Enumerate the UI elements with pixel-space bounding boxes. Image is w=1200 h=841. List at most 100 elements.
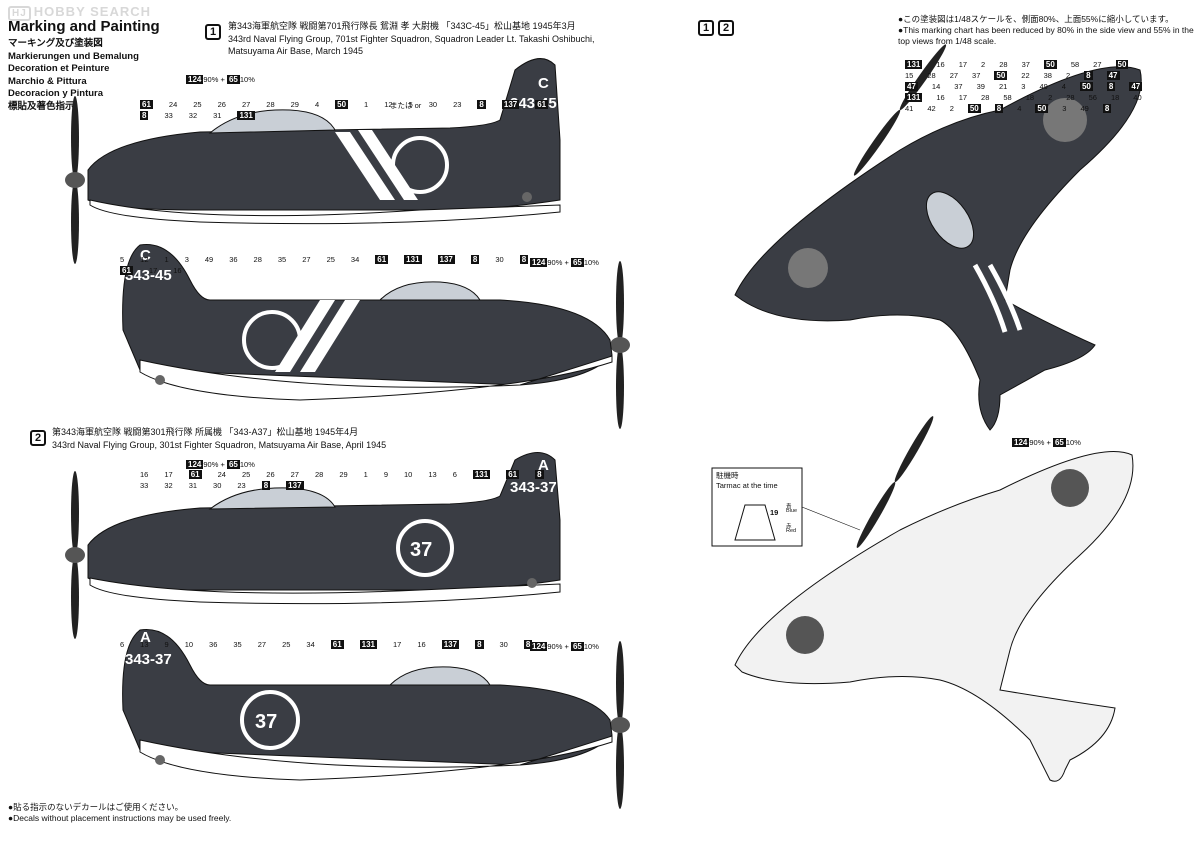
callout-number: 3: [184, 255, 189, 264]
watermark-box: HJ: [8, 6, 31, 21]
callout-number: 8: [994, 104, 1004, 113]
callout-number: 50: [335, 100, 349, 109]
callout-number: 2: [1048, 93, 1053, 102]
callout-number: 5: [120, 255, 125, 264]
title-cn: 標貼及著色指示: [8, 100, 75, 112]
callout-number: 28: [1066, 93, 1075, 102]
callout-number: 18: [1025, 93, 1035, 102]
callout-number: 8: [477, 100, 486, 109]
callout-number: 61: [375, 255, 389, 264]
callout-number: 50: [1035, 104, 1049, 113]
callout-number: 39: [976, 82, 985, 91]
title-fr: Decoration et Peinture: [8, 63, 110, 74]
callout-number: 16: [936, 93, 945, 102]
callout-number: 47: [1129, 82, 1143, 91]
callout-number: 50: [1115, 60, 1129, 69]
callout-number: 50: [1043, 60, 1057, 69]
callout-number: 9: [383, 470, 388, 479]
s2-tail-letter: A: [538, 457, 549, 474]
scheme1-badge: 1: [205, 22, 221, 40]
top-badge-2: 2: [718, 20, 734, 36]
callout-number: 17: [164, 470, 173, 479]
callout-number: 137: [286, 481, 304, 490]
page-title: Marking and Painting: [8, 18, 160, 35]
callout-number: 58: [1070, 60, 1080, 69]
callout-number: 38: [1043, 71, 1052, 80]
callout-number: 18: [1110, 93, 1120, 102]
callout-number: 61: [140, 100, 153, 109]
callout-number: 61: [188, 470, 202, 479]
callout-number: 36: [229, 255, 238, 264]
callout-number: 50: [967, 104, 981, 113]
callout-number: 61: [120, 266, 133, 275]
callout-number: 16: [140, 470, 149, 479]
callout-number: 5: [408, 100, 413, 109]
callout-number: 25: [241, 470, 251, 479]
callout-number: 28: [266, 100, 275, 109]
tarmac-red-en: Red: [786, 528, 797, 534]
callout-number: 25: [282, 640, 291, 649]
callout-number: 8: [475, 640, 484, 649]
title-de: Markierungen und Bemalung: [8, 50, 139, 62]
callout-number: 61: [506, 470, 520, 479]
callout-number: 131: [237, 111, 255, 120]
scheme2-caption-jp: 第343海軍航空隊 戦闘第301飛行隊 所属機 「343-A37」松山基地 19…: [52, 427, 359, 437]
callout-number: 37: [1021, 60, 1030, 69]
s2-tail-code: 343-37: [510, 479, 557, 496]
callout-number: 35: [233, 640, 242, 649]
callout-number: 16: [417, 640, 426, 649]
callout-number: 23: [453, 100, 462, 109]
callout-number: 3: [1062, 104, 1067, 113]
callout-number: 47: [905, 82, 918, 91]
callout-number: 4: [1017, 104, 1022, 113]
s2b-tail-code: 343-37: [125, 651, 172, 668]
s1b-tail-code: 343-45: [125, 267, 172, 284]
callout-number: 2: [1065, 71, 1071, 80]
or-label: または or: [390, 101, 422, 110]
callout-number: 13: [140, 640, 149, 649]
callout-number: 131: [472, 470, 491, 479]
callout-number: 23: [237, 481, 246, 490]
callout-number: 24: [217, 470, 226, 479]
callout-number: 8: [523, 640, 533, 649]
title-translations: マーキング及び塗装図 Markierungen und Bemalung Dec…: [8, 38, 139, 113]
s1-tail-letter: C: [538, 75, 549, 92]
footer-note: ●貼る指示のないデカールはご使用ください。 ●Decals without pl…: [8, 802, 231, 824]
scheme2-badge: 2: [30, 428, 46, 446]
callout-number: 28: [981, 93, 990, 102]
callout-number: 8: [140, 111, 149, 120]
callout-number: 27: [290, 470, 299, 479]
scheme2-caption: 第343海軍航空隊 戦闘第301飛行隊 所属機 「343-A37」松山基地 19…: [52, 426, 386, 451]
callout-number: 50: [994, 71, 1008, 80]
scale-note-en1: ●This marking chart has been reduced by …: [898, 25, 1194, 35]
callout-number: 56: [1088, 93, 1097, 102]
tarmac-en: Tarmac at the time: [716, 481, 778, 490]
callout-number: 16: [936, 60, 945, 69]
callout-number: 14: [931, 82, 941, 91]
callout-number: 8: [470, 255, 480, 264]
callout-number: 25: [326, 255, 335, 264]
callout-number: 28: [927, 71, 936, 80]
callout-number: 25: [193, 100, 202, 109]
callout-number: 28: [314, 470, 324, 479]
s2-side-left: 37 A 343-37: [65, 452, 561, 639]
s2b-tail-letter: A: [140, 629, 151, 646]
callout-number: 2: [981, 60, 986, 69]
scale-note-en2: top views from 1/48 scale.: [898, 36, 997, 46]
callout-number: 33: [140, 481, 149, 490]
callout-number: 40: [1133, 93, 1142, 102]
callout-number: 29: [339, 470, 348, 479]
scale-note: ●この塗装図は1/48スケールを、側面80%、上面55%に縮小しています。 ●T…: [898, 14, 1194, 47]
callout-number: 30: [213, 481, 222, 490]
tarmac-jp: 駐機時: [716, 471, 739, 480]
callout-number: 8: [261, 481, 271, 490]
callout-number: 8: [1106, 82, 1116, 91]
callout-number: 29: [290, 100, 299, 109]
callout-number: 61: [330, 640, 344, 649]
scale-note-jp: ●この塗装図は1/48スケールを、側面80%、上面55%に縮小しています。: [898, 14, 1174, 24]
